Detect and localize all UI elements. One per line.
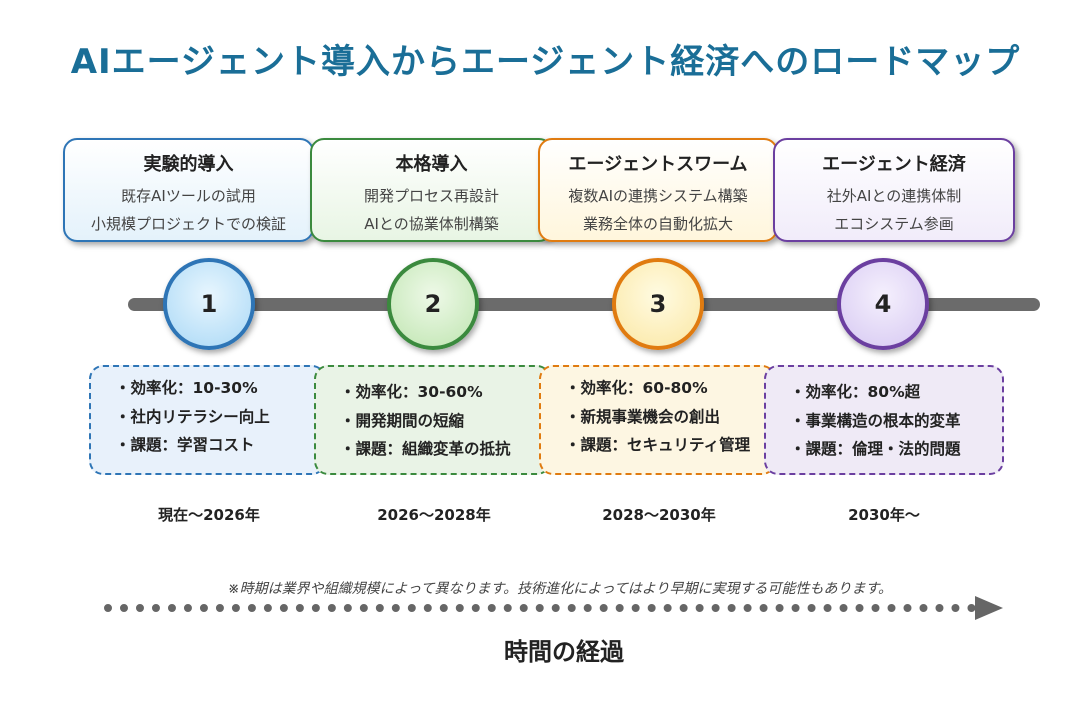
phase-activity: AIとの協業体制構築 [364,215,499,233]
effect-item: ・社内リテラシー向上 [115,407,270,426]
arrow-right-icon [975,596,1003,620]
phase-box-1: 実験的導入 既存AIツールの試用 小規模プロジェクトでの検証 [63,138,314,242]
effect-item: ・効率化：60-80% [565,379,708,397]
time-arrow-line [104,604,976,612]
phase-activity: 小規模プロジェクトでの検証 [90,215,286,233]
effect-box-4: ・効率化：80%超 ・事業構造の根本的変革 ・課題：倫理・法的問題 [764,365,1004,475]
effect-box-1: ・効率化：10-30% ・社内リテラシー向上 ・課題：学習コスト [89,365,326,475]
phase-title: エージェントスワーム [568,154,748,175]
effect-item: ・課題：倫理・法的問題 [790,440,961,459]
milestone-circle-1: 1 [163,258,255,350]
period-label-1: 現在〜2026年 [158,506,260,524]
period-label-3: 2028〜2030年 [602,506,716,524]
phase-title: 実験的導入 [143,154,234,175]
phase-activity: 業務全体の自動化拡大 [582,215,733,233]
effect-box-3: ・効率化：60-80% ・新規事業機会の創出 ・課題：セキュリティ管理 [539,365,776,475]
period-label-4: 2030年〜 [848,506,920,524]
phase-activity: 社外AIとの連携体制 [826,187,962,205]
footnote: ※時期は業界や組織規模によって異なります。技術進化によってはより早期に実現する可… [227,581,893,597]
milestone-circle-4: 4 [837,258,929,350]
phase-box-3: エージェントスワーム 複数AIの連携システム構築 業務全体の自動化拡大 [538,138,778,242]
phase-activity: エコシステム参画 [834,215,954,233]
milestone-circle-2: 2 [387,258,479,350]
phase-box-2: 本格導入 開発プロセス再設計 AIとの協業体制構築 [310,138,553,242]
effect-item: ・事業構造の根本的変革 [790,411,961,430]
effect-item: ・課題：学習コスト [115,436,255,455]
phase-activity: 開発プロセス再設計 [363,187,499,205]
effect-box-2: ・効率化：30-60% ・開発期間の短縮 ・課題：組織変革の抵抗 [314,365,551,475]
effect-item: ・課題：組織変革の抵抗 [340,440,511,459]
phase-title: エージェント経済 [822,154,966,175]
effect-item: ・新規事業機会の創出 [565,407,721,426]
phase-activity: 複数AIの連携システム構築 [568,187,748,205]
phase-activity: 既存AIツールの試用 [121,187,256,205]
effect-item: ・効率化：10-30% [115,379,258,397]
phase-title: 本格導入 [395,154,468,175]
milestone-circle-3: 3 [612,258,704,350]
effect-item: ・課題：セキュリティ管理 [565,436,751,455]
effect-item: ・効率化：80%超 [790,383,921,401]
effect-item: ・効率化：30-60% [340,383,483,401]
phase-box-4: エージェント経済 社外AIとの連携体制 エコシステム参画 [773,138,1015,242]
effect-item: ・開発期間の短縮 [340,411,465,430]
time-axis-label: 時間の経過 [504,638,624,666]
period-label-2: 2026〜2028年 [377,506,491,524]
timeline-bar [128,298,1040,311]
page-title: AIエージェント導入からエージェント経済へのロードマップ [70,42,1021,82]
